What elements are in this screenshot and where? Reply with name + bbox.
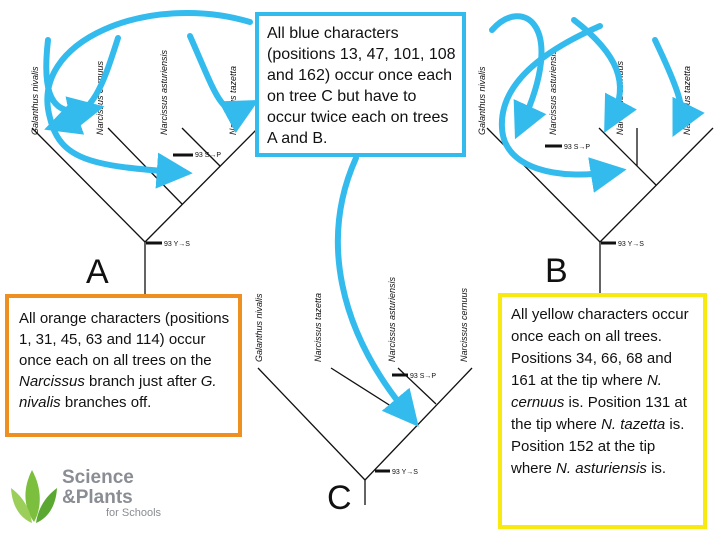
- tree-a-mutation-top: 93 S→P: [195, 152, 221, 159]
- blue-arrow-b-3: [652, 37, 705, 138]
- logo-line-1: Science: [62, 467, 134, 488]
- blue-note-box: All blue characters (positions 13, 47, 1…: [255, 12, 466, 157]
- yellow-note-species-3: N. asturiensis: [556, 460, 647, 477]
- yellow-note-text-3: is. Position 152 at the tip where: [511, 416, 685, 477]
- yellow-note-text-4: is.: [646, 460, 667, 477]
- tree-a-taxon-tazetta: Narcissus tazetta: [228, 66, 238, 135]
- tree-c-taxon-galanthus: Galanthus nivalis: [254, 293, 264, 362]
- tree-a-label: A: [86, 253, 109, 291]
- leaf-logo-icon: [11, 470, 57, 523]
- blue-arrow-b-4: [498, 23, 627, 193]
- yellow-note-species-1: N. cernuus: [511, 372, 662, 411]
- orange-note-box: All orange characters (positions 1, 31, …: [5, 294, 242, 437]
- yellow-note-text-2: is. Position 131 at the tip where: [511, 394, 687, 433]
- blue-arrow-a-4: [44, 10, 253, 189]
- tree-b-label: B: [545, 252, 568, 290]
- science-plants-logo: Science &Plants for Schools: [10, 466, 240, 526]
- orange-note-species: G. nivalis: [19, 373, 217, 411]
- tree-a-taxon-galanthus: Galanthus nivalis: [30, 66, 40, 135]
- logo-line-3: for Schools: [106, 507, 162, 519]
- tree-c-mutation-bottom: 93 Y→S: [392, 469, 418, 476]
- yellow-note-species-2: N. tazetta: [601, 416, 666, 433]
- tree-a: [31, 127, 259, 300]
- yellow-note-text-1: All yellow characters occur once each on…: [511, 306, 689, 389]
- tree-c-branch-galanthus: [257, 367, 366, 481]
- tree-b-branch-asturiensis-cernuus: [598, 127, 657, 186]
- tree-c-branch-narcissus: [364, 367, 473, 481]
- tree-b-taxon-asturiensis: Narcissus asturiensis: [548, 49, 558, 135]
- tree-a-branch-cernuus: [107, 127, 183, 205]
- tree-c-taxon-tazetta: Narcissus tazetta: [313, 293, 323, 362]
- blue-note-text: All blue characters (positions 13, 47, 1…: [267, 25, 456, 147]
- orange-note-text: All orange characters (positions 1, 31, …: [19, 310, 230, 369]
- tree-b-taxon-tazetta: Narcissus tazetta: [682, 66, 692, 135]
- blue-arrow-b-1: [489, 13, 547, 140]
- tree-c-mutation-top: 93 S→P: [410, 373, 436, 380]
- tree-a-branch-galanthus: [31, 127, 146, 243]
- tree-c-label: C: [327, 479, 352, 517]
- tree-b-taxon-galanthus: Galanthus nivalis: [477, 66, 487, 135]
- tree-b-branch-narcissus: [599, 127, 714, 243]
- tree-c: [257, 367, 473, 505]
- orange-note-genus: Narcissus: [19, 373, 85, 390]
- tree-a-branch-asturiensis: [181, 127, 221, 167]
- blue-arrow-a-3: [187, 33, 259, 133]
- blue-arrow-c: [334, 155, 419, 427]
- tree-c-taxon-cernuus: Narcissus cernuus: [459, 287, 469, 362]
- tree-a-mutation-bottom: 93 Y→S: [164, 241, 190, 248]
- blue-arrow-a-2: [44, 35, 121, 135]
- tree-b-mutation-bottom: 93 Y→S: [618, 241, 644, 248]
- tree-c-taxon-asturiensis: Narcissus asturiensis: [387, 276, 397, 362]
- tree-a-branch-narcissus: [144, 127, 259, 243]
- tree-a-taxon-asturiensis: Narcissus asturiensis: [159, 49, 169, 135]
- tree-b-mutation-top: 93 S→P: [564, 144, 590, 151]
- tree-b: [486, 127, 714, 298]
- yellow-note-box: All yellow characters occur once each on…: [498, 293, 707, 529]
- orange-note-text-2: branch just after: [84, 373, 201, 390]
- logo-line-2: &Plants: [62, 487, 133, 508]
- orange-note-text-3: branches off.: [60, 394, 152, 411]
